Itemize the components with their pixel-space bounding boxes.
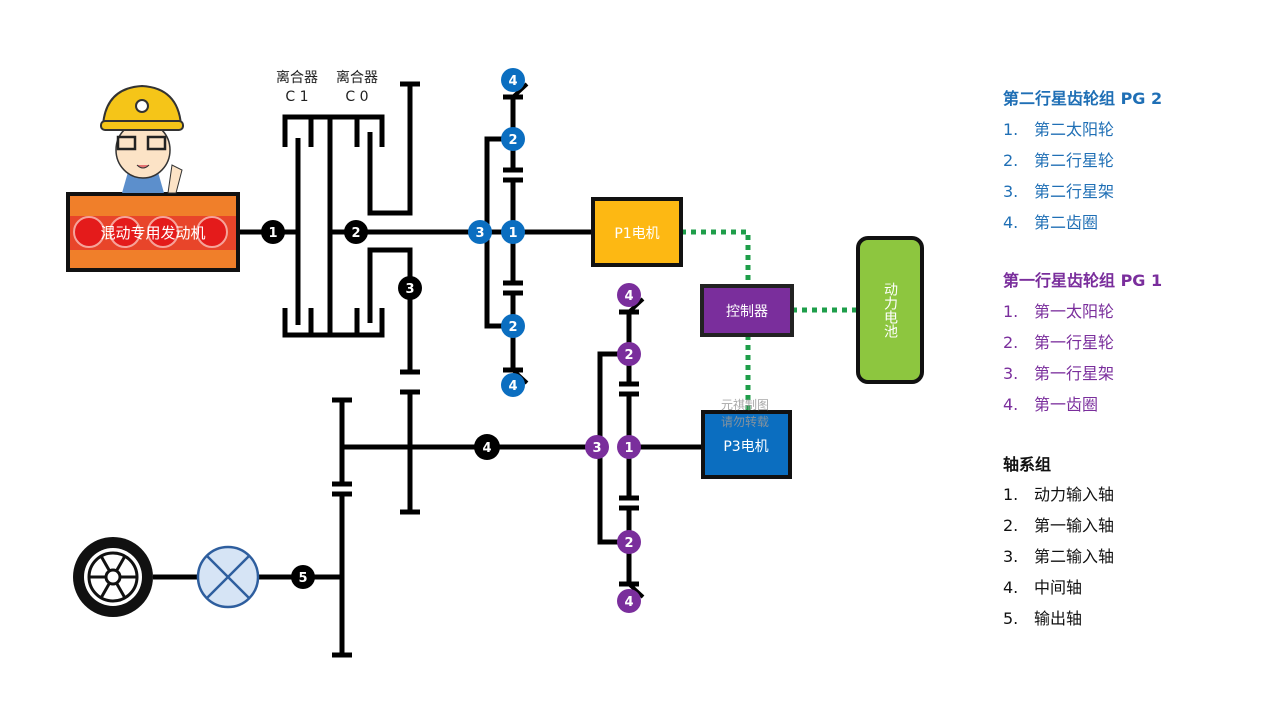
- svg-text:P1电机: P1电机: [614, 226, 659, 242]
- svg-text:P3电机: P3电机: [723, 439, 768, 455]
- battery: 动力电池: [856, 236, 924, 384]
- clutch-c0-label: 离合器 C 0: [336, 69, 378, 105]
- shaft-node-4: 4: [474, 434, 500, 460]
- svg-text:4: 4: [624, 595, 633, 610]
- legend-item: 3.第二行星架: [1003, 182, 1115, 201]
- legend-item: 1.动力输入轴: [1003, 485, 1115, 504]
- pg1-carrier: 3: [585, 435, 609, 459]
- pg2-carrier: 3: [468, 220, 492, 244]
- legend-item: 1.第一太阳轮: [1003, 302, 1115, 321]
- controller: 控制器: [700, 284, 794, 337]
- svg-text:请勿转载: 请勿转载: [721, 414, 769, 429]
- svg-text:3: 3: [592, 441, 601, 456]
- shaft-node-2: 2: [344, 220, 368, 244]
- svg-text:4: 4: [482, 441, 491, 456]
- shaft-node-5: 5: [291, 565, 315, 589]
- pg1-planet-bottom: 2: [617, 530, 641, 554]
- engineer-mascot: [100, 84, 184, 194]
- pg2-planet-top: 2: [501, 127, 525, 151]
- svg-text:4: 4: [624, 289, 633, 304]
- svg-text:1: 1: [624, 441, 633, 456]
- legend-item: 4.第二齿圈: [1003, 213, 1099, 232]
- watermark: 元祺制图 请勿转载: [721, 398, 769, 429]
- legend-pg2-title: 第二行星齿轮组 PG 2: [1003, 89, 1163, 108]
- legend-item: 4.第一齿圈: [1003, 395, 1099, 414]
- legend-item: 2.第二行星轮: [1003, 151, 1115, 170]
- svg-text:3: 3: [475, 226, 484, 241]
- svg-text:动力电池: 动力电池: [882, 282, 898, 338]
- svg-text:元祺制图: 元祺制图: [721, 398, 769, 412]
- pg1-ring-bottom: 4: [617, 589, 641, 613]
- pg2-ring-top: 4: [501, 68, 525, 92]
- p3-motor: P3电机: [701, 410, 792, 479]
- pg2-planet-bottom: 2: [501, 314, 525, 338]
- legend-item: 2.第一行星轮: [1003, 333, 1115, 352]
- legend-item: 3.第二输入轴: [1003, 547, 1115, 566]
- svg-text:1: 1: [508, 226, 517, 241]
- svg-text:控制器: 控制器: [726, 304, 768, 320]
- engine: 混动专用发动机: [66, 192, 240, 272]
- legend-shafts-title: 轴系组: [1003, 455, 1052, 474]
- differential-icon: [196, 545, 260, 609]
- engine-label: 混动专用发动机: [100, 224, 205, 242]
- signal-lines: [681, 229, 857, 410]
- svg-text:5: 5: [298, 571, 307, 586]
- p1-motor: P1电机: [591, 197, 683, 267]
- svg-text:4: 4: [508, 74, 517, 89]
- pg2-sun: 1: [501, 220, 525, 244]
- pg1-planet-top: 2: [617, 342, 641, 366]
- svg-text:2: 2: [624, 348, 633, 363]
- legend-item: 1.第二太阳轮: [1003, 120, 1115, 139]
- svg-text:2: 2: [508, 320, 517, 335]
- legend-item: 4.中间轴: [1003, 578, 1083, 597]
- svg-text:2: 2: [508, 133, 517, 148]
- pg1-ring-top: 4: [617, 283, 641, 307]
- svg-text:2: 2: [624, 536, 633, 551]
- legend-pg1-title: 第一行星齿轮组 PG 1: [1003, 271, 1163, 290]
- svg-text:离合器: 离合器: [336, 69, 378, 86]
- svg-text:3: 3: [405, 282, 414, 297]
- svg-text:C 0: C 0: [345, 89, 368, 105]
- legend-item: 5.输出轴: [1003, 609, 1083, 628]
- shaft-node-1: 1: [261, 220, 285, 244]
- wheel-icon: [73, 537, 153, 617]
- pg2-ring-bottom: 4: [501, 373, 525, 397]
- legend-item: 3.第一行星架: [1003, 364, 1115, 383]
- svg-text:2: 2: [351, 226, 360, 241]
- svg-text:4: 4: [508, 379, 517, 394]
- svg-text:1: 1: [268, 226, 277, 241]
- legend-item: 2.第一输入轴: [1003, 516, 1115, 535]
- clutch-c1-label: 离合器 C 1: [276, 69, 318, 105]
- svg-text:离合器: 离合器: [276, 69, 318, 86]
- pg1-sun: 1: [617, 435, 641, 459]
- shaft-node-3: 3: [398, 276, 422, 300]
- svg-text:C 1: C 1: [285, 89, 308, 105]
